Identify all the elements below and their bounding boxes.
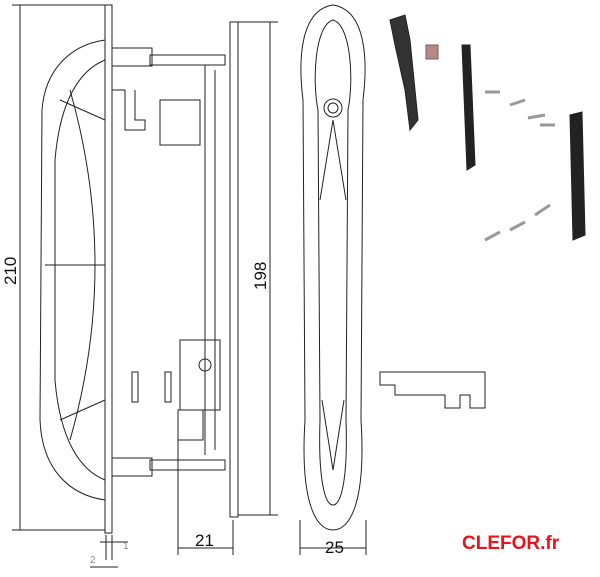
front-view-handle	[300, 4, 366, 531]
dim-width: 25	[325, 538, 344, 557]
dim-offset: 1	[123, 541, 129, 552]
dim-total-height: 210	[1, 257, 20, 285]
dim-plate-thickness: 2	[90, 555, 96, 566]
brand-logo: CLEFOR.fr	[462, 533, 560, 554]
dimension-lines	[12, 4, 367, 568]
dim-depth: 21	[195, 531, 214, 550]
side-view-mechanism	[111, 21, 239, 518]
side-view-handle	[39, 4, 113, 534]
dim-plate-height: 198	[251, 262, 270, 290]
exploded-view	[379, 14, 586, 409]
